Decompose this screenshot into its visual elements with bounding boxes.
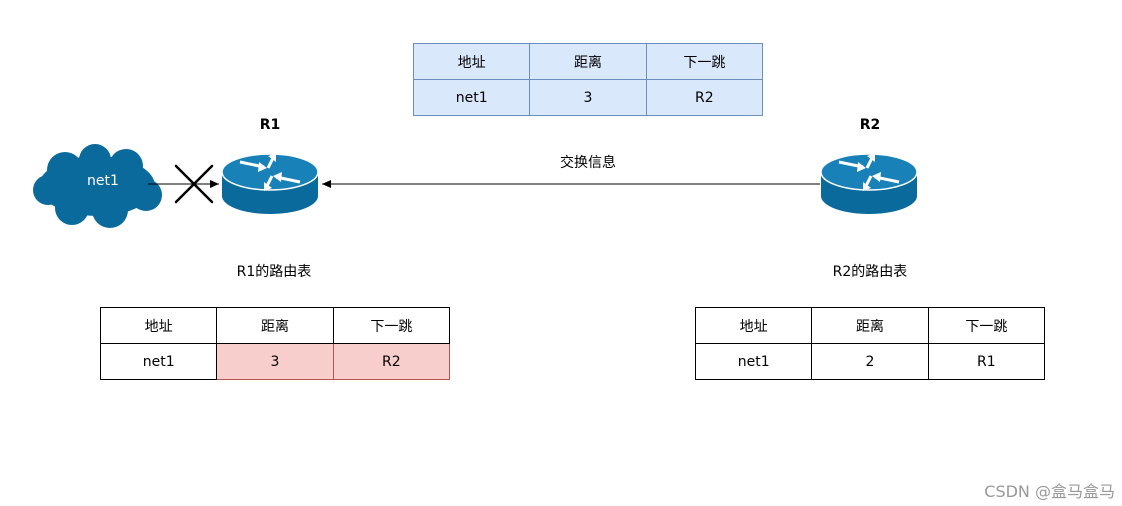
table-row: net1 3 R2	[99, 343, 451, 380]
table-cell: net1	[412, 79, 531, 116]
table-cell: R1	[927, 343, 1046, 380]
table-header-cell: 距离	[811, 307, 929, 344]
network-label: net1	[87, 173, 119, 189]
cloud-icon	[33, 144, 162, 228]
table-row: net1 2 R1	[694, 343, 1046, 380]
table-header-row: 地址 距离 下一跳	[99, 307, 451, 344]
r1-table-caption: R1的路由表	[236, 264, 312, 280]
table-header-cell: 下一跳	[332, 307, 451, 344]
table-header-cell: 距离	[216, 307, 334, 344]
router-icon	[221, 153, 319, 214]
table-cell-updated: 3	[216, 343, 334, 380]
table-header-row: 地址 距离 下一跳	[694, 307, 1046, 344]
watermark: CSDN @盒马盒马	[984, 482, 1115, 501]
table-cell: 2	[811, 343, 929, 380]
cross-icon	[174, 164, 214, 204]
table-header-row: 地址 距离 下一跳	[412, 43, 764, 80]
table-cell: net1	[694, 343, 813, 380]
r2-routing-table: 地址 距离 下一跳 net1 2 R1	[694, 307, 1046, 380]
table-header-cell: 下一跳	[927, 307, 1046, 344]
r2-table-caption: R2的路由表	[832, 264, 908, 280]
router-r1-label: R1	[259, 117, 281, 133]
router-icon	[820, 153, 918, 214]
table-header-cell: 地址	[99, 307, 218, 344]
table-cell-updated: R2	[332, 343, 451, 380]
table-header-cell: 地址	[412, 43, 531, 80]
table-cell: 3	[529, 79, 647, 116]
table-header-cell: 地址	[694, 307, 813, 344]
r1-routing-table: 地址 距离 下一跳 net1 3 R2	[99, 307, 451, 380]
table-cell: net1	[99, 343, 218, 380]
table-cell: R2	[645, 79, 764, 116]
router-r2-label: R2	[859, 117, 881, 133]
link-label: 交换信息	[560, 155, 616, 171]
table-row: net1 3 R2	[412, 79, 764, 116]
exchanged-table: 地址 距离 下一跳 net1 3 R2	[412, 43, 764, 116]
